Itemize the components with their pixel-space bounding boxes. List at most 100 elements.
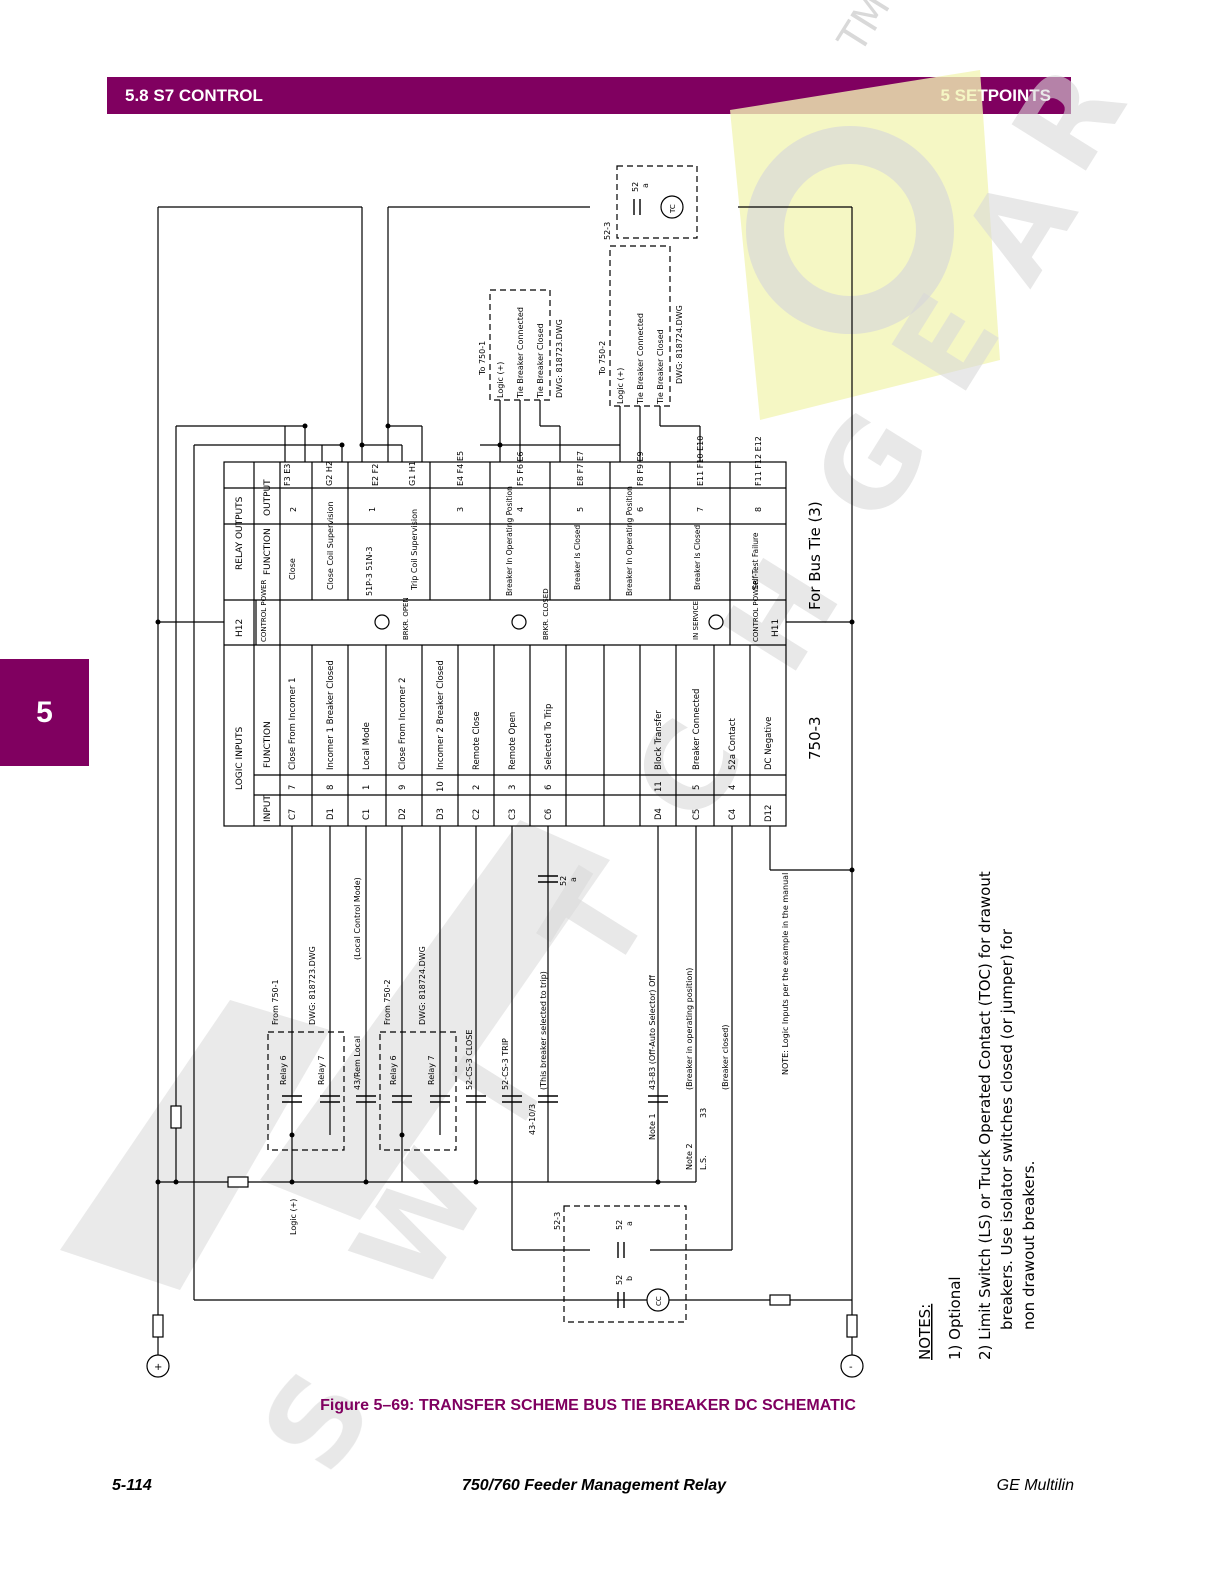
input-number: 8: [326, 785, 336, 790]
output-relay: 2: [289, 507, 298, 512]
output-relay: 5: [576, 507, 585, 512]
indicator-label: IN SERVICE: [692, 601, 700, 640]
input-function: Remote Close: [472, 711, 482, 770]
relay-7-label: Relay 7: [427, 1055, 436, 1085]
fuse: [152, 1314, 164, 1338]
input-col-header: INPUT: [263, 795, 273, 822]
input-function: Local Mode: [362, 722, 372, 770]
output-terminals: G2 H2: [325, 461, 334, 486]
input-function: Selected To Trip: [544, 704, 554, 770]
company-name: GE Multilin: [996, 1477, 1074, 1494]
document-title: 750/760 Feeder Management Relay: [461, 1477, 727, 1494]
from-750-1: From 750-1: [271, 979, 280, 1025]
input-terminal: D1: [326, 808, 336, 820]
figure-caption: Figure 5–69: TRANSFER SCHEME BUS TIE BRE…: [320, 1397, 856, 1414]
to-750-1-label: To 750-1: [478, 341, 487, 376]
c52a-label: a: [625, 1221, 634, 1226]
local-mode-label: (Local Control Mode): [353, 877, 362, 960]
output-relay: 7: [696, 507, 705, 512]
output-terminals: G1 H1: [408, 461, 417, 486]
function-col-header: FUNCTION: [263, 721, 273, 768]
input-terminal: C7: [288, 809, 298, 820]
dwg-label: DWG: 818724.DWG: [418, 946, 427, 1025]
input-function: Close From Incomer 1: [288, 678, 298, 771]
rem-local-label: 43/Rem Local: [353, 1036, 362, 1090]
output-terminals: F8 F9 E9: [636, 451, 645, 486]
fuse: [769, 1294, 791, 1306]
operating-label: (Breaker in operating position): [685, 968, 694, 1090]
lamp-icon: [374, 614, 390, 630]
ratio-label: 43-10/3: [528, 1104, 537, 1135]
indicator-label: BRKR. CLOSED: [542, 588, 550, 640]
indicator-label: BRKR. OPEN: [402, 597, 410, 640]
input-terminal: C5: [692, 809, 702, 820]
notes-title: NOTES:: [916, 1304, 934, 1360]
lamp-icon: [511, 614, 527, 630]
output-terminals: F5 F6 E6: [516, 451, 525, 486]
input-number: 5: [692, 785, 702, 790]
off-label: 43-83 (Off-Auto Selector) Off: [648, 975, 657, 1090]
dwg-label: DWG: 818723.DWG: [308, 946, 317, 1025]
device-label: 750-3: [806, 716, 824, 760]
input-function: 52a Contact: [728, 718, 738, 770]
note-2c: non drawout breakers.: [1020, 1161, 1038, 1330]
fuse: [846, 1314, 858, 1338]
relay-6-label: Relay 6: [279, 1055, 288, 1085]
output-function: Close: [288, 558, 297, 580]
cs-trip-label: 52-CS-3 TRIP: [501, 1038, 510, 1090]
ls-num: 33: [699, 1108, 708, 1118]
lamp-icon: [708, 614, 724, 630]
input-function: Incomer 1 Breaker Closed: [326, 660, 336, 770]
close-coil-box: [563, 1205, 687, 1323]
control-power-terminal: H11: [771, 619, 781, 637]
note-2a: 2) Limit Switch (LS) or Truck Operated C…: [976, 871, 994, 1360]
input-terminal: C1: [362, 809, 372, 820]
output-function: Breaker Is Closed: [573, 525, 582, 590]
output-terminals: F3 E3: [283, 464, 292, 486]
logic-inputs-header: LOGIC INPUTS: [235, 727, 245, 790]
input-number: 3: [508, 785, 518, 790]
chapter-tab[interactable]: 5: [0, 659, 89, 766]
to-box-line: Tie Breaker Connected: [636, 313, 645, 405]
c523-label: 52-3: [553, 1212, 562, 1230]
input-number: 2: [472, 785, 482, 790]
output-terminals: E11 F10 E10: [696, 436, 705, 486]
output-col-header: OUTPUT: [263, 479, 273, 516]
closed-label: (Breaker closed): [721, 1025, 730, 1090]
minus-label: -: [849, 1362, 853, 1373]
relay-6-label: Relay 6: [389, 1055, 398, 1085]
fuse: [227, 1176, 249, 1188]
input-function: Breaker Connected: [692, 689, 702, 770]
note-2b: breakers. Use isolator switches closed (…: [998, 928, 1016, 1330]
input-terminal: C6: [544, 809, 554, 820]
fuse: [170, 1105, 182, 1129]
input-number: 7: [288, 785, 298, 790]
input-terminal: D4: [654, 808, 664, 820]
function-col-header: FUNCTION: [263, 528, 273, 575]
input-function: Remote Open: [508, 712, 518, 770]
c52-label: 52: [559, 876, 568, 886]
control-power-label: CONTROL POWER: [260, 580, 268, 642]
output-function: Breaker In Operating Position: [625, 486, 634, 596]
to-750-1-box: [489, 289, 551, 401]
cs-close-label: 52-CS-3 CLOSE: [465, 1030, 474, 1090]
input-number: 9: [398, 785, 408, 790]
trip-coil-icon: [660, 195, 684, 219]
input-function: Block Transfer: [654, 710, 664, 770]
to-box-line: Logic (+): [616, 368, 625, 404]
relay-outputs-header: RELAY OUTPUTS: [235, 496, 245, 570]
note-1: 1) Optional: [946, 1276, 964, 1360]
input-function: DC Negative: [764, 717, 774, 770]
input-function: Incomer 2 Breaker Closed: [436, 660, 446, 770]
c52-label: 52: [615, 1275, 624, 1285]
output-terminals: F11 F12 E12: [754, 436, 763, 486]
for-label: For Bus Tie (3): [806, 501, 824, 610]
c52a-label: a: [569, 877, 578, 882]
output-function: Breaker Is Closed: [693, 525, 702, 590]
to-box-dwg: DWG: 818724.DWG: [675, 305, 684, 384]
output-function: Breaker In Operating Position: [505, 486, 514, 596]
output-relay: 1: [368, 507, 377, 512]
output-function: 51P-3 51N-3: [365, 547, 374, 597]
note2-label: Note 2: [685, 1143, 694, 1170]
